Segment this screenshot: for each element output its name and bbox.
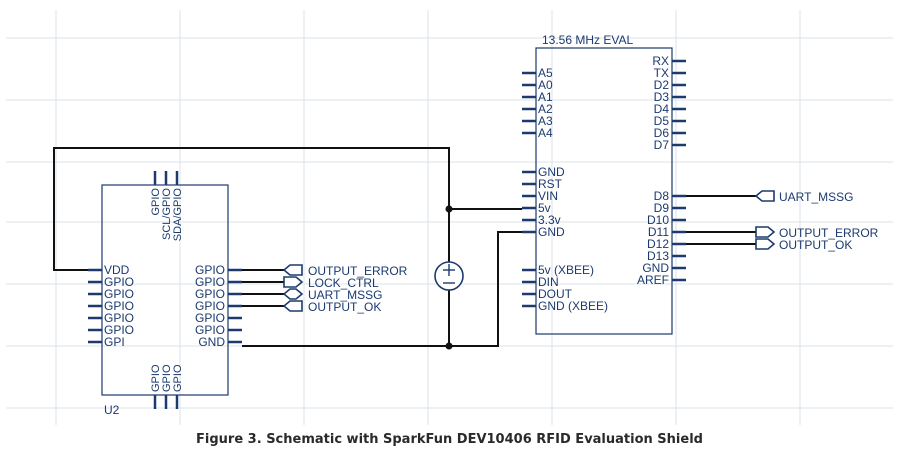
u1-pin-label: GND [538,165,565,179]
port-flag-icon [755,226,776,238]
u2-pin-label: GPIO [195,299,225,313]
u2-left-labels: VDD GPIO GPIO GPIO GPIO GPIO GPI [104,263,134,349]
port-label: UART_MSSG [779,190,853,204]
u1-right-labels: RX TX D2 D3 D4 D5 D6 D7 D8 D9 D10 D11 D1… [637,54,669,287]
port-label: OUTPUT_OK [779,238,852,252]
u1-pin-label: D10 [647,213,669,227]
port-flag-icon [283,276,304,288]
u1-pin-label: D13 [647,249,669,263]
u2-right-labels: GPIO GPIO GPIO GPIO GPIO GPIO GND [195,263,225,349]
u1-pin-label: RST [538,177,563,191]
figure-caption: Figure 3. Schematic with SparkFun DEV104… [196,432,703,447]
u2-right-pins [228,268,242,344]
schematic-diagram: 13.56 MHz EVAL A5 A0 A1 A2 A3 A4 [6,10,893,425]
u1-pin-label: GND [642,261,669,275]
u2-pin-label: SCL/GPIO [161,188,173,240]
u1-pin-label: D8 [654,189,670,203]
junction-dot [445,205,453,213]
wire-vdd-to-5v [53,147,522,271]
port-flag-icon [282,264,303,276]
u2-pin-label: GPIO [104,287,134,301]
voltage-source-icon [434,261,464,291]
u1-pin-label: D6 [654,126,670,140]
u1-pin-label: 3.3v [538,213,561,227]
u1-pin-label: A1 [538,90,553,104]
port-flag-icon [755,238,776,250]
u1-pin-label: RX [652,54,669,68]
u1-pin-label: D9 [654,201,670,215]
u2-pin-label: GPIO [172,364,184,392]
port-flag-icon [282,300,303,312]
u1-pin-label: DIN [538,275,559,289]
u2-microcontroller: U2 VDD GPIO GPIO GPIO GPIO GPIO GPI [88,171,242,417]
u1-pin-label: A5 [538,66,553,80]
u1-pin-label: GND (XBEE) [538,299,608,313]
u2-name: U2 [104,403,120,417]
u2-pin-label: GPIO [104,323,134,337]
u2-pin-label: GPIO [150,364,162,392]
u1-pin-label: TX [654,66,669,80]
u1-pin-label: A4 [538,126,553,140]
port-label: OUTPUT_ERROR [779,226,879,240]
u2-bottom-pins [153,395,179,409]
port-label: OUTPUT_ERROR [308,264,408,278]
u1-right-pins [672,59,686,282]
u1-rfid-eval-shield: 13.56 MHz EVAL A5 A0 A1 A2 A3 A4 [522,33,686,335]
u1-left-labels: A5 A0 A1 A2 A3 A4 GND RST VIN 5v 3.3v GN… [538,66,608,313]
u2-top-pins [153,171,179,185]
u2-pin-label: GPIO [104,311,134,325]
u1-pin-label: D2 [654,78,670,92]
u1-pin-label: GND [538,225,565,239]
port-label: UART_MSSG [308,288,382,302]
u2-pin-label: GPIO [104,275,134,289]
u2-pin-label: GPIO [150,188,162,216]
u2-pin-label: GPIO [161,364,173,392]
port-flag-icon [282,288,304,300]
u2-pin-label: GPIO [195,287,225,301]
u1-body [535,47,673,335]
wire-gnd-to-gnd [242,231,522,347]
u2-pin-label: VDD [104,263,130,277]
port-label: OUTPUT_OK [308,300,381,314]
u1-pin-label: D3 [654,90,670,104]
u1-pin-label: AREF [637,273,669,287]
u1-pin-label: D7 [654,138,670,152]
junction-dot [445,342,453,350]
u1-pin-label: D5 [654,114,670,128]
u1-pin-label: D12 [647,237,669,251]
u1-title: 13.56 MHz EVAL [542,33,633,47]
u2-pin-label: GPI [104,335,125,349]
u1-port-flags: UART_MSSG OUTPUT_ERROR OUTPUT_OK [754,190,879,252]
wires [53,147,756,347]
u1-pin-label: A3 [538,114,553,128]
u1-pin-label: A2 [538,102,553,116]
u2-pin-label: GPIO [195,323,225,337]
port-flag-icon [754,190,775,202]
u2-pin-label: SDA/GPIO [172,188,184,242]
u2-port-flags: OUTPUT_ERROR LOCK_CTRL UART_MSSG OUTPUT_… [282,264,408,314]
u1-pin-label: D4 [654,102,670,116]
u1-pin-label: A0 [538,78,553,92]
u2-bottom-labels: GPIO GPIO GPIO [150,364,184,392]
u2-top-labels: GPIO SCL/GPIO SDA/GPIO [150,188,184,242]
u1-pin-label: 5v [538,201,551,215]
u1-pin-label: 5v (XBEE) [538,263,594,277]
port-label: LOCK_CTRL [308,276,379,290]
u2-pin-label: GPIO [195,311,225,325]
u2-pin-label: GPIO [195,275,225,289]
u1-pin-label: VIN [538,189,558,203]
u2-pin-label: GND [198,335,225,349]
u1-left-pins [522,71,536,308]
u2-left-pins [88,268,102,344]
u1-pin-label: DOUT [538,287,573,301]
u2-pin-label: GPIO [104,299,134,313]
u1-pin-label: D11 [648,225,669,239]
u2-pin-label: GPIO [195,263,225,277]
